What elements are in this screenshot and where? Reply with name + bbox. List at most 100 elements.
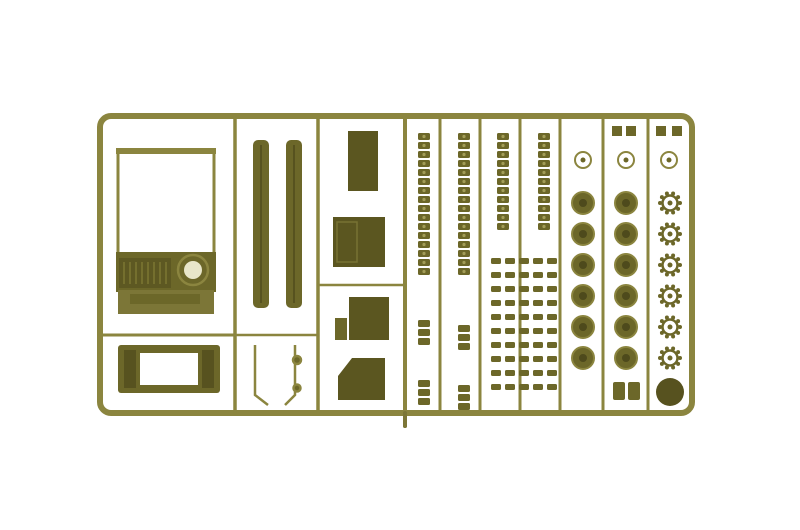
track-link-short bbox=[547, 314, 557, 320]
track-link-short bbox=[418, 320, 430, 327]
sprue-frame bbox=[97, 113, 695, 428]
track-link-short bbox=[458, 385, 470, 392]
wheel-hub bbox=[579, 323, 587, 331]
idler-wheel bbox=[660, 151, 678, 169]
track-links-long bbox=[418, 133, 550, 275]
sprocket-tooth bbox=[671, 303, 676, 308]
track-link-short bbox=[505, 328, 515, 334]
wheel-hub bbox=[580, 157, 586, 163]
track-pin bbox=[542, 143, 546, 148]
track-link-short bbox=[533, 384, 543, 390]
track-link-short bbox=[418, 380, 430, 387]
sprocket-hub bbox=[667, 200, 673, 206]
sprocket-tooth bbox=[664, 253, 669, 258]
track-link-short bbox=[491, 342, 501, 348]
sprocket-hub bbox=[667, 355, 673, 361]
sprocket-tooth bbox=[671, 272, 676, 277]
side-rails bbox=[253, 140, 302, 308]
track-pin bbox=[542, 188, 546, 193]
sprocket-tooth bbox=[658, 263, 662, 267]
track-pin bbox=[542, 224, 546, 229]
track-link-short bbox=[547, 356, 557, 362]
sprocket-tooth bbox=[678, 201, 682, 205]
track-pin bbox=[462, 242, 466, 247]
track-link-short bbox=[418, 329, 430, 336]
track-pin bbox=[422, 242, 426, 247]
sprocket-tooth bbox=[664, 284, 669, 289]
sprocket-hub bbox=[667, 324, 673, 330]
track-link-short bbox=[491, 384, 501, 390]
track-pin bbox=[462, 215, 466, 220]
sprocket-rim bbox=[661, 287, 679, 305]
track-link-short bbox=[505, 384, 515, 390]
wheel-hub bbox=[622, 199, 630, 207]
sprocket-tooth bbox=[664, 222, 669, 227]
idler-wheel bbox=[617, 151, 635, 169]
track-pin bbox=[422, 161, 426, 166]
sprocket-rim bbox=[661, 194, 679, 212]
sprocket-tooth bbox=[658, 325, 662, 329]
sprocket-rim bbox=[661, 349, 679, 367]
wheel-hub bbox=[579, 354, 587, 362]
wheel-hub bbox=[579, 292, 587, 300]
track-link-short bbox=[547, 258, 557, 264]
track-pin bbox=[422, 197, 426, 202]
track-pin bbox=[501, 161, 505, 166]
sprocket-tooth bbox=[664, 272, 669, 277]
track-link-short bbox=[519, 258, 529, 264]
sprocket-tooth bbox=[658, 356, 662, 360]
sprocket-tooth bbox=[671, 191, 676, 196]
track-pin bbox=[462, 188, 466, 193]
track-link-short bbox=[547, 370, 557, 376]
track-link-short bbox=[533, 314, 543, 320]
track-link-short bbox=[491, 328, 501, 334]
track-link-short bbox=[519, 342, 529, 348]
sprocket-tooth bbox=[658, 294, 662, 298]
small-cylinders bbox=[613, 382, 640, 400]
sprocket-tooth bbox=[658, 232, 662, 236]
track-link-short bbox=[533, 356, 543, 362]
track-pin bbox=[462, 179, 466, 184]
track-pin bbox=[501, 224, 505, 229]
wheel-hub bbox=[622, 261, 630, 269]
sprocket-tooth bbox=[678, 232, 682, 236]
wheel-hub bbox=[622, 292, 630, 300]
sprocket-rim bbox=[661, 256, 679, 274]
track-link-short bbox=[458, 334, 470, 341]
track-link-short bbox=[491, 286, 501, 292]
sprocket-tooth bbox=[671, 210, 676, 215]
track-pin bbox=[542, 134, 546, 139]
track-pin bbox=[422, 224, 426, 229]
track-link-short bbox=[519, 328, 529, 334]
track-pin bbox=[542, 197, 546, 202]
track-pin bbox=[462, 197, 466, 202]
small-brackets bbox=[253, 345, 303, 406]
drive-sprockets bbox=[658, 191, 682, 370]
track-links-short bbox=[418, 258, 557, 410]
track-pin bbox=[422, 206, 426, 211]
track-pin bbox=[501, 215, 505, 220]
track-link-short bbox=[491, 272, 501, 278]
track-pin bbox=[462, 260, 466, 265]
track-pin bbox=[422, 179, 426, 184]
track-link-short bbox=[505, 272, 515, 278]
top-right-clips bbox=[612, 126, 682, 136]
road-wheels bbox=[571, 151, 678, 370]
sprocket-tooth bbox=[664, 241, 669, 246]
track-link-short bbox=[547, 342, 557, 348]
track-link-short bbox=[491, 300, 501, 306]
track-pin bbox=[501, 197, 505, 202]
track-link-short bbox=[491, 258, 501, 264]
sprocket-tooth bbox=[678, 356, 682, 360]
track-pin bbox=[501, 179, 505, 184]
track-link-short bbox=[533, 328, 543, 334]
track-link-short bbox=[458, 343, 470, 350]
sprocket-tooth bbox=[658, 201, 662, 205]
wheel-hub bbox=[622, 230, 630, 238]
track-pin bbox=[542, 206, 546, 211]
sprocket-tooth bbox=[671, 334, 676, 339]
track-link-short bbox=[505, 314, 515, 320]
track-pin bbox=[542, 170, 546, 175]
track-pin bbox=[462, 233, 466, 238]
